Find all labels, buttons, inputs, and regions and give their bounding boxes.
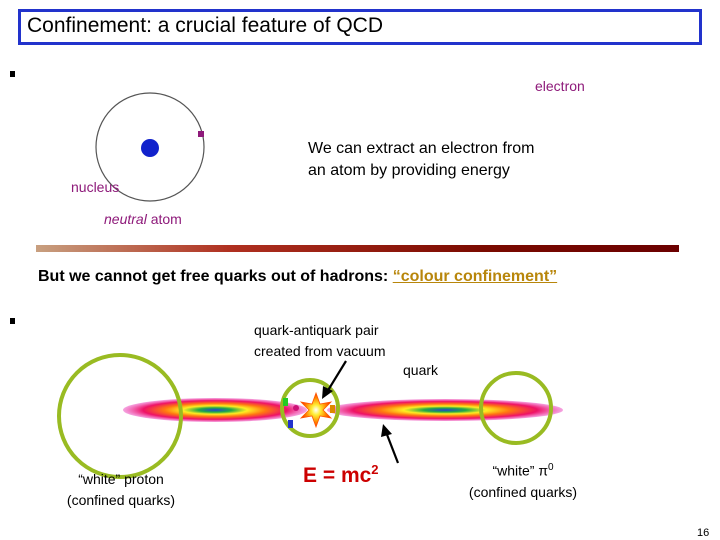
section-divider — [36, 245, 679, 252]
nucleus-label: nucleus — [71, 179, 120, 195]
pion-label-line1: “white” π0 — [453, 457, 593, 482]
proton-label-line1: “white” proton — [78, 471, 164, 487]
bullet-marker — [10, 71, 15, 77]
quark-blue-marker — [288, 420, 293, 428]
energy-equation-exponent: 2 — [371, 462, 379, 477]
quark-label: quark — [403, 362, 439, 378]
quark-orange-marker — [330, 405, 335, 413]
flux-tube-left — [123, 398, 307, 422]
flux-tube-right — [327, 399, 563, 421]
electron-orbit — [95, 92, 205, 202]
arrow-to-quark-head — [381, 424, 392, 437]
arrow-to-quark — [384, 431, 400, 464]
pair-ring — [280, 378, 340, 438]
electron-dot — [198, 131, 204, 137]
statement-text: But we cannot get free quarks out of had… — [38, 268, 389, 285]
pion-label-line2: (confined quarks) — [468, 483, 578, 500]
energy-burst-icon — [299, 391, 333, 429]
confinement-statement: But we cannot get free quarks out of had… — [38, 268, 557, 286]
energy-equation-text: E = mc — [303, 464, 372, 487]
colour-confinement-highlight: “colour confinement” — [392, 268, 558, 285]
pair-label-line2: created from vacuum — [254, 343, 386, 359]
slide-title: Confinement: a crucial feature of QCD — [27, 14, 383, 37]
bullet-marker — [10, 318, 15, 324]
arrow-to-pair-head — [322, 386, 333, 399]
arrow-to-pair — [326, 360, 347, 393]
neutral-atom-label: neutral atom — [104, 211, 182, 227]
extract-text-line1: We can extract an electron from — [308, 140, 535, 157]
pion-label: “white” π0 (confined quarks) — [453, 457, 593, 503]
pion-label-exponent: 0 — [548, 462, 554, 473]
proton-label: “white” proton (confined quarks) — [56, 469, 186, 511]
extract-text-line2: an atom by providing energy — [308, 162, 510, 179]
extract-text: We can extract an electron from an atom … — [308, 138, 534, 182]
quark-green-marker — [283, 398, 288, 406]
energy-equation: E = mc2 — [303, 462, 379, 488]
atom-word: atom — [150, 211, 182, 227]
pion-label-prefix: “white” π — [492, 462, 548, 479]
antiquark-marker — [293, 405, 299, 411]
proton-label-line2: (confined quarks) — [66, 492, 176, 508]
neutral-word: neutral — [104, 211, 147, 227]
page-number: 16 — [697, 527, 710, 539]
pair-label: quark-antiquark pair created from vacuum — [254, 320, 386, 362]
nucleus-dot — [141, 139, 159, 157]
title-box — [18, 9, 702, 45]
pair-label-line1: quark-antiquark pair — [254, 322, 379, 338]
electron-label: electron — [535, 78, 585, 94]
pion-ring — [479, 371, 553, 445]
proton-ring — [57, 353, 183, 479]
